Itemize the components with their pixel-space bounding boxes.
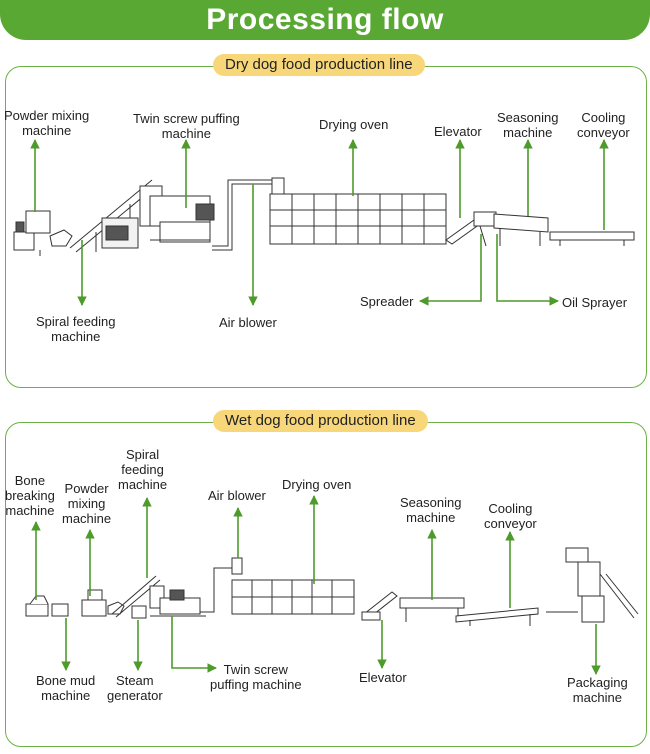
wet-seasoning-machine [399, 597, 465, 622]
dry-arrows [30, 139, 609, 306]
wet-line-title: Wet dog food production line [213, 410, 428, 432]
dry-elevator [445, 211, 497, 245]
wet-label-air-blower: Air blower [208, 488, 266, 503]
dry-line-title: Dry dog food production line [213, 54, 425, 76]
dry-twin-screw-extruder [101, 185, 215, 249]
wet-twin-screw-extruder [149, 585, 206, 617]
wet-cooling-conveyor [455, 607, 539, 626]
wet-label-elevator: Elevator [359, 670, 407, 685]
header-banner: Processing flow [0, 0, 650, 40]
dry-seasoning-machine [479, 213, 549, 247]
dry-powder-mixer [13, 210, 73, 256]
wet-arrows [31, 495, 601, 675]
page-title: Processing flow [206, 3, 444, 36]
wet-powder-mixer [81, 589, 125, 617]
dry-label-spreader: Spreader [360, 294, 414, 309]
wet-elevator [361, 591, 398, 621]
dry-label-elevator: Elevator [434, 124, 482, 139]
wet-air-blower [200, 557, 243, 613]
dry-cooling-conveyor [549, 231, 635, 246]
wet-bone-breaker [25, 595, 69, 617]
wet-drying-oven [231, 579, 355, 615]
wet-steam-generator [131, 605, 147, 619]
dry-air-blower [212, 177, 285, 251]
dry-drying-oven [269, 193, 447, 245]
wet-label-drying-oven: Drying oven [282, 477, 352, 492]
wet-packaging-machine [546, 547, 639, 623]
dry-label-oil-sprayer: Oil Sprayer [562, 295, 628, 310]
dry-label-drying-oven: Drying oven [319, 117, 389, 132]
dry-label-air-blower: Air blower [219, 315, 277, 330]
